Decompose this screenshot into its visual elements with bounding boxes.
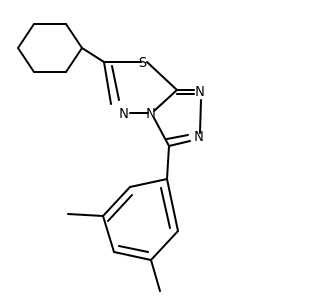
- aryl-link-bond: [166, 145, 170, 180]
- bond: [153, 89, 178, 112]
- bond: [65, 47, 83, 73]
- bond: [129, 178, 168, 188]
- bond: [65, 23, 83, 49]
- fused-core: [103, 61, 202, 147]
- bond: [168, 140, 191, 147]
- sulfur-atom-label: S: [139, 56, 147, 71]
- bond: [17, 23, 35, 49]
- bridgehead-nitrogen-label: N: [146, 107, 156, 122]
- aryl-ring: [102, 178, 179, 261]
- chemical-structure: S N N N N: [17, 23, 205, 292]
- bond: [111, 65, 120, 101]
- bond: [153, 117, 170, 147]
- thiadiazole-left-nitrogen-label: N: [119, 107, 129, 122]
- triazole-top-nitrogen-label: N: [195, 85, 205, 100]
- ring-link-bond: [81, 47, 105, 63]
- methyl-bond-right: [150, 259, 161, 292]
- bond: [102, 215, 115, 253]
- bond: [146, 61, 178, 91]
- triazole-right-nitrogen-label: N: [194, 130, 204, 145]
- bond: [113, 251, 152, 261]
- bond: [17, 47, 35, 73]
- bond: [102, 186, 131, 217]
- bond: [160, 187, 171, 229]
- bond: [166, 178, 179, 232]
- bond: [166, 134, 189, 140]
- bond: [150, 230, 179, 261]
- cyclohexyl-ring: [17, 23, 83, 73]
- bond: [118, 245, 149, 253]
- methyl-bond-left: [67, 213, 104, 217]
- structure-canvas: S N N N N: [17, 23, 205, 292]
- bond: [199, 99, 202, 134]
- bond: [103, 61, 112, 105]
- bond: [107, 194, 133, 222]
